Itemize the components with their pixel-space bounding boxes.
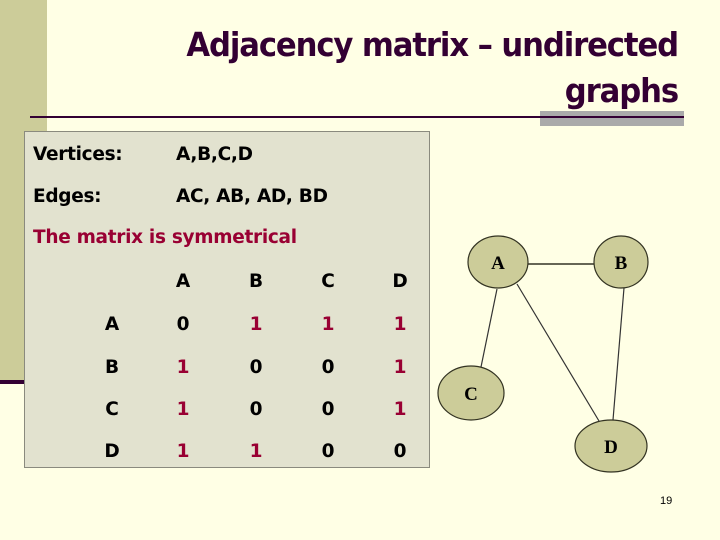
matrix-cell: 1 [321, 314, 335, 335]
graph-edges [480, 263, 625, 422]
matrix-cell: 1 [176, 357, 190, 378]
matrix-col-header: B [248, 271, 264, 292]
title-accent-rule [540, 116, 684, 118]
matrix-cell: 0 [321, 441, 335, 462]
matrix-content-box: Vertices: A,B,C,D Edges: AC, AB, AD, BD … [24, 131, 430, 468]
graph-node-b: B [593, 235, 649, 289]
page-number: 19 [660, 495, 673, 507]
matrix-col-header: D [392, 271, 408, 292]
slide-title-line-2: graphs [564, 71, 679, 110]
matrix-cell: 1 [176, 441, 190, 462]
title-accent-block [540, 111, 684, 126]
node-label-b: B [615, 253, 628, 274]
matrix-cell: 1 [176, 399, 190, 420]
matrix-cell: 0 [321, 357, 335, 378]
matrix-cell: 0 [249, 399, 263, 420]
edge-a-d [516, 283, 600, 422]
matrix-cell: 1 [393, 357, 407, 378]
matrix-cell: 1 [249, 314, 263, 335]
title-underline-rule [30, 116, 684, 118]
matrix-cell: 1 [393, 314, 407, 335]
edges-value: AC, AB, AD, BD [176, 186, 328, 207]
matrix-col-header: C [321, 271, 335, 292]
symmetry-note: The matrix is symmetrical [33, 227, 297, 248]
graph-node-c: C [437, 365, 505, 421]
slide-title-line-1: Adjacency matrix – undirected [186, 25, 679, 64]
sidebar-bottom-rule [0, 380, 24, 384]
matrix-row-header: B [104, 357, 120, 378]
matrix-row-header: C [105, 399, 119, 420]
vertices-value: A,B,C,D [176, 144, 253, 165]
matrix-cell: 0 [176, 314, 190, 335]
node-label-a: A [491, 253, 505, 274]
edge-b-d [612, 287, 625, 421]
matrix-cell: 1 [249, 441, 263, 462]
matrix-row-header: D [104, 441, 120, 462]
matrix-row-header: A [104, 314, 120, 335]
edges-label: Edges: [33, 186, 102, 207]
graph-node-d: D [574, 419, 648, 473]
graph-node-a: A [467, 235, 529, 289]
node-label-d: D [604, 437, 618, 458]
node-label-c: C [464, 384, 478, 405]
slide-title: Adjacency matrix – undirected graphs [120, 22, 679, 114]
matrix-cell: 0 [321, 399, 335, 420]
matrix-cell: 0 [393, 441, 407, 462]
matrix-cell: 1 [393, 399, 407, 420]
matrix-cell: 0 [249, 357, 263, 378]
edge-a-c [480, 288, 498, 368]
matrix-col-header: A [175, 271, 191, 292]
vertices-label: Vertices: [33, 144, 123, 165]
